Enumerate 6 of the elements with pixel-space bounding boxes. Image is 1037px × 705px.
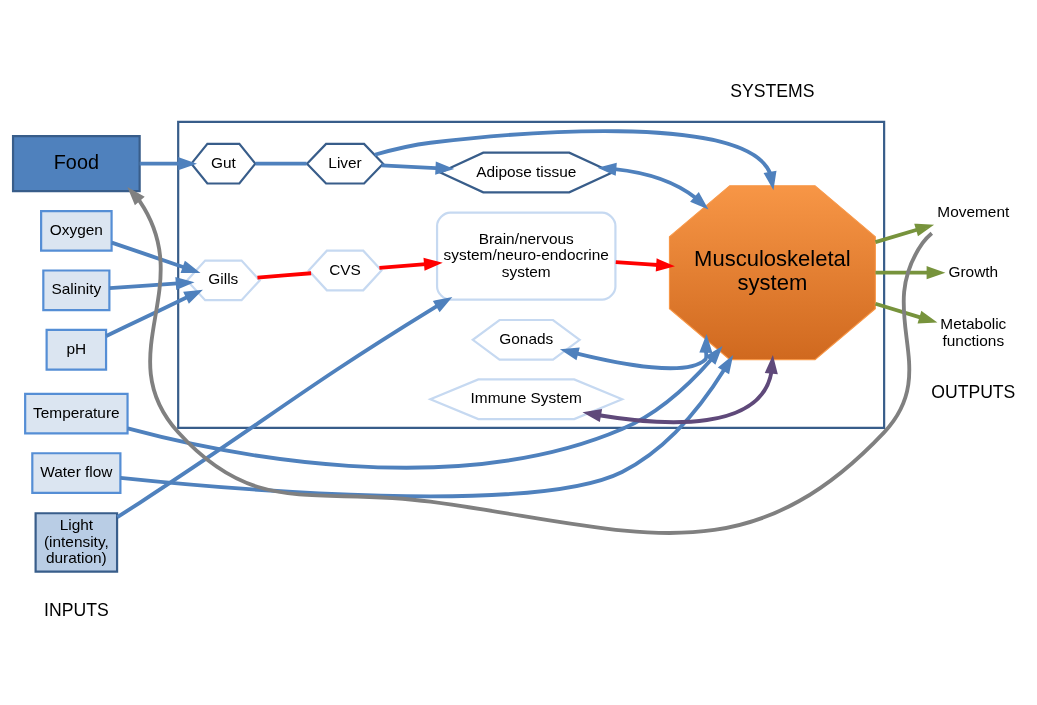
- label: INPUTS: [44, 599, 109, 620]
- label: OUTPUTS: [931, 381, 1016, 402]
- node-text: Movement: [937, 203, 1010, 221]
- label: SYSTEMS: [730, 81, 815, 102]
- node-text: Growth: [948, 262, 999, 280]
- node-text: Metabolic functions: [940, 315, 1007, 349]
